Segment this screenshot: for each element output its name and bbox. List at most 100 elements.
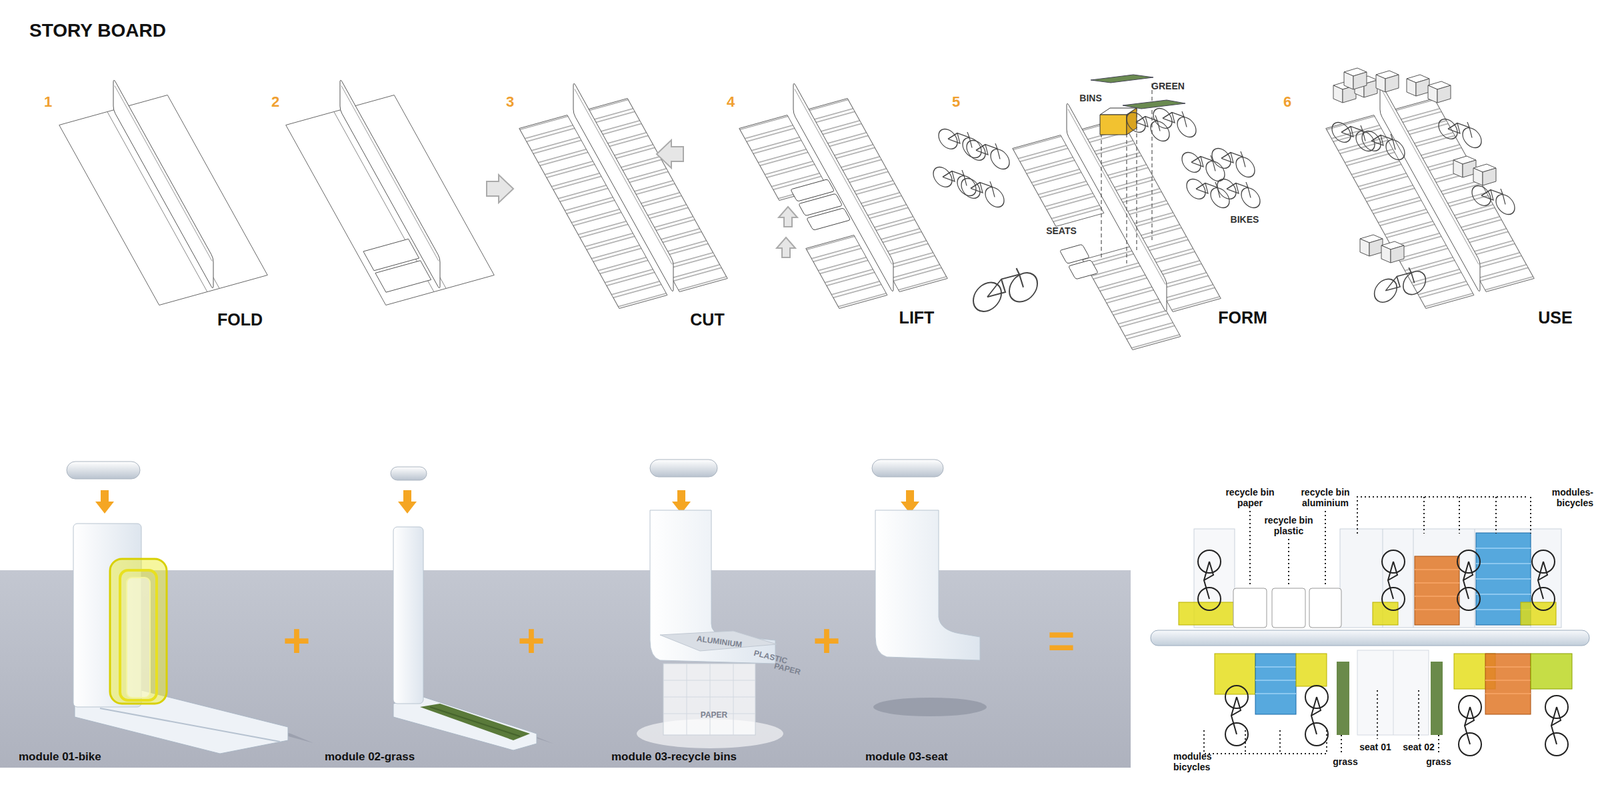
lift-sketch — [778, 206, 798, 227]
module-plan — [1305, 685, 1328, 746]
module-plan — [1532, 550, 1555, 610]
plan-label: recycle bin aluminium — [1292, 486, 1359, 508]
module-plan — [1495, 496, 1497, 534]
use-sketch — [1438, 111, 1482, 150]
module-plan — [1255, 653, 1296, 714]
module-plan — [1244, 730, 1246, 754]
grass-module — [398, 501, 417, 514]
module-plan — [1357, 496, 1527, 534]
seat-module — [906, 490, 914, 502]
bike-module — [126, 577, 150, 698]
use-sketch — [1428, 81, 1451, 103]
form-sketch — [1186, 171, 1230, 210]
step-label: FOLD — [217, 310, 263, 330]
module-plan — [1340, 528, 1562, 628]
bike-module — [95, 501, 114, 514]
use-sketch — [1473, 164, 1496, 186]
use-sketch — [1380, 81, 1480, 294]
module-plan — [1198, 550, 1221, 610]
module-plan — [1476, 547, 1531, 549]
fold-sketch — [286, 78, 495, 306]
module-plan — [1233, 588, 1267, 628]
module-plan — [1414, 568, 1460, 570]
step-number: 2 — [271, 93, 280, 111]
module-plan — [1530, 653, 1572, 689]
module-plan — [1413, 528, 1414, 628]
cut-sketch — [579, 98, 728, 292]
plan-label: recycle bin paper — [1219, 486, 1281, 508]
module-plan — [1418, 690, 1420, 739]
fold-sketch — [340, 78, 440, 290]
step-number: 4 — [726, 93, 735, 111]
module-plan — [1249, 510, 1251, 587]
module-plan — [1458, 695, 1482, 756]
step-label: FORM — [1218, 308, 1268, 328]
module-caption: module 03-seat — [865, 750, 948, 764]
lift-sketch — [776, 237, 796, 258]
bike-module — [100, 708, 280, 742]
bin-text: PAPER — [773, 660, 802, 676]
recycle-module — [686, 663, 688, 735]
module-plan — [1485, 666, 1531, 694]
fold-sketch — [113, 78, 214, 290]
module-plan — [1309, 588, 1342, 628]
module-plan — [1150, 630, 1590, 646]
part-label: BIKES — [1230, 214, 1260, 225]
module-plan — [1430, 661, 1443, 735]
form-sketch — [1100, 133, 1102, 260]
module-plan — [1178, 602, 1240, 625]
grass-module — [390, 466, 427, 480]
use-sketch — [1453, 156, 1476, 178]
recycle-module — [663, 663, 756, 735]
seat-module — [872, 459, 944, 477]
form-sketch — [1217, 171, 1260, 210]
recycle-module — [650, 459, 718, 477]
module-plan — [1476, 593, 1531, 595]
use-sketch — [1386, 98, 1534, 292]
lift-sketch — [790, 179, 851, 231]
use-sketch — [1381, 89, 1479, 265]
module-plan — [1336, 661, 1350, 735]
plan-label: seat 02 — [1402, 741, 1434, 752]
use-sketch — [1344, 68, 1367, 90]
module-caption: module 01-bike — [18, 750, 102, 764]
module-plan — [1423, 496, 1425, 534]
module-plan — [1393, 650, 1394, 735]
form-sketch — [1122, 100, 1186, 109]
fold-sketch — [107, 112, 208, 292]
module-plan — [1255, 692, 1296, 694]
module-caption: module 02-grass — [324, 750, 415, 764]
form-sketch — [961, 170, 1004, 210]
module-plan — [1204, 496, 1531, 755]
module-plan — [1255, 679, 1296, 681]
module-plan — [1485, 679, 1531, 681]
module-plan — [1204, 730, 1327, 754]
recycle-module — [663, 680, 756, 681]
bike-module — [110, 558, 167, 704]
plus-sign: + — [813, 617, 841, 664]
grass-module — [420, 703, 530, 740]
module-plan — [1414, 582, 1460, 584]
part-label: BINS — [1079, 92, 1102, 104]
plan-label: grass — [1332, 756, 1358, 767]
plan-label: grass — [1426, 756, 1451, 767]
form-sketch — [1182, 144, 1225, 184]
bike-module — [100, 490, 109, 502]
form-sketch — [1126, 104, 1170, 144]
module-plan — [1474, 528, 1476, 628]
grass-module — [390, 466, 554, 750]
lift-sketch — [806, 208, 851, 230]
grass-module — [393, 526, 424, 704]
module-plan — [1545, 695, 1568, 756]
module-plan — [1255, 666, 1296, 694]
recycle-module — [660, 630, 777, 651]
module-plan — [1485, 653, 1531, 714]
use-sketch — [1374, 263, 1426, 306]
bike-module — [120, 570, 157, 700]
part-label: SEATS — [1046, 225, 1077, 236]
lift-sketch — [794, 89, 892, 265]
bike-module — [66, 461, 314, 754]
use-sketch — [1360, 234, 1383, 256]
